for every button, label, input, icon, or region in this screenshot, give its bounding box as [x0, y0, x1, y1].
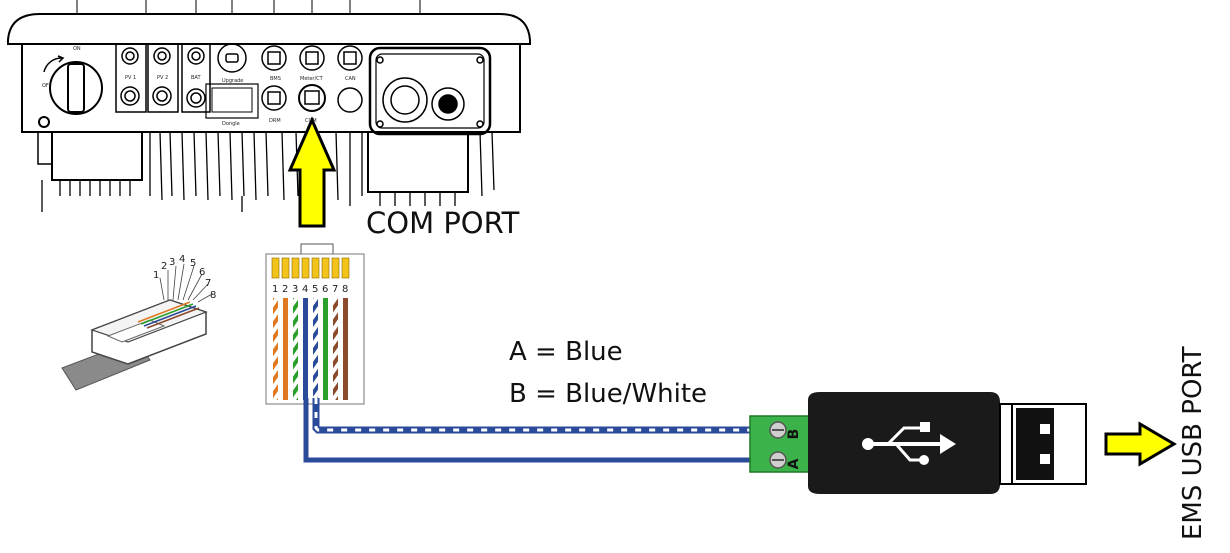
- pin-number-5: 5: [312, 284, 318, 295]
- arrow-right-icon: [1104, 421, 1177, 467]
- pin-number-2: 2: [282, 284, 288, 295]
- ground-icon: [38, 116, 50, 128]
- wifi-plug: [337, 87, 363, 113]
- pin-callout-5: 5: [190, 258, 196, 269]
- switch-off-label: OFF: [42, 83, 52, 89]
- pin-callout-1: 1: [153, 270, 159, 281]
- terminal-b-label: B: [786, 429, 802, 440]
- pin-number-3: 3: [292, 284, 298, 295]
- dongle-label: Dongle: [222, 121, 240, 127]
- meter-ct-label: Meter/CT: [300, 76, 324, 82]
- pin-number-1: 1: [272, 284, 278, 295]
- pin-callout-8: 8: [210, 290, 216, 301]
- upgrade-label: Upgrade: [222, 78, 243, 84]
- bat-label: BAT: [191, 75, 201, 81]
- usb-rs485-adapter: B A: [749, 392, 1087, 494]
- arrow-up-icon: [287, 116, 337, 228]
- bms-label: BMS: [270, 76, 281, 82]
- wire-3-green-white: [293, 298, 298, 400]
- wire-1-orange-white: [273, 298, 278, 400]
- usb-icon: [862, 422, 956, 465]
- wire-8-brown: [343, 298, 348, 400]
- legend-b-blue-white: B = Blue/White: [509, 379, 708, 409]
- pv2-label: PV 2: [157, 75, 168, 81]
- wire-5-blue-white: [313, 298, 318, 400]
- switch-on-label: ON: [73, 46, 81, 52]
- wire-6-green: [323, 298, 328, 400]
- wire-4-blue: [303, 298, 308, 400]
- rs485-cable: [303, 398, 756, 463]
- pin-callout-7: 7: [205, 278, 211, 289]
- can-port: [337, 45, 363, 71]
- ems-usb-port-label: EMS USB PORT: [1178, 346, 1208, 540]
- drm-label: DRM: [269, 118, 281, 124]
- legend-a-blue: A = Blue: [509, 337, 623, 367]
- com-port-label: COM PORT: [366, 206, 520, 240]
- pin-number-7: 7: [332, 284, 338, 295]
- wire-2-orange: [283, 298, 288, 400]
- rj45-plug-illustration: 1 2 3 4 5 6 7 8: [61, 254, 216, 391]
- can-label: CAN: [345, 76, 356, 82]
- dc-switch: [49, 61, 103, 115]
- pin-number-4: 4: [302, 284, 308, 295]
- inverter-unit: ON OFF PV 1 PV 2 BAT Upgrade BMS Meter/C…: [7, 0, 531, 212]
- pin-callout-6: 6: [199, 267, 205, 278]
- pv1-label: PV 1: [125, 75, 136, 81]
- pin-callout-2: 2: [161, 261, 167, 272]
- pin-callout-4: 4: [179, 254, 185, 265]
- rj45-connector-pinout: 1 2 3 4 5 6 7 8: [265, 243, 365, 405]
- terminal-a-label: A: [786, 458, 802, 469]
- wire-7-brown-white: [333, 298, 338, 400]
- bms-port: [261, 45, 287, 71]
- meter-ct-port: [299, 45, 325, 71]
- com-port: [298, 84, 326, 112]
- ac-terminal-box: [368, 46, 492, 136]
- pin-number-8: 8: [342, 284, 348, 295]
- pin-number-6: 6: [322, 284, 328, 295]
- drm-port: [261, 85, 287, 111]
- pin-callout-3: 3: [169, 257, 175, 268]
